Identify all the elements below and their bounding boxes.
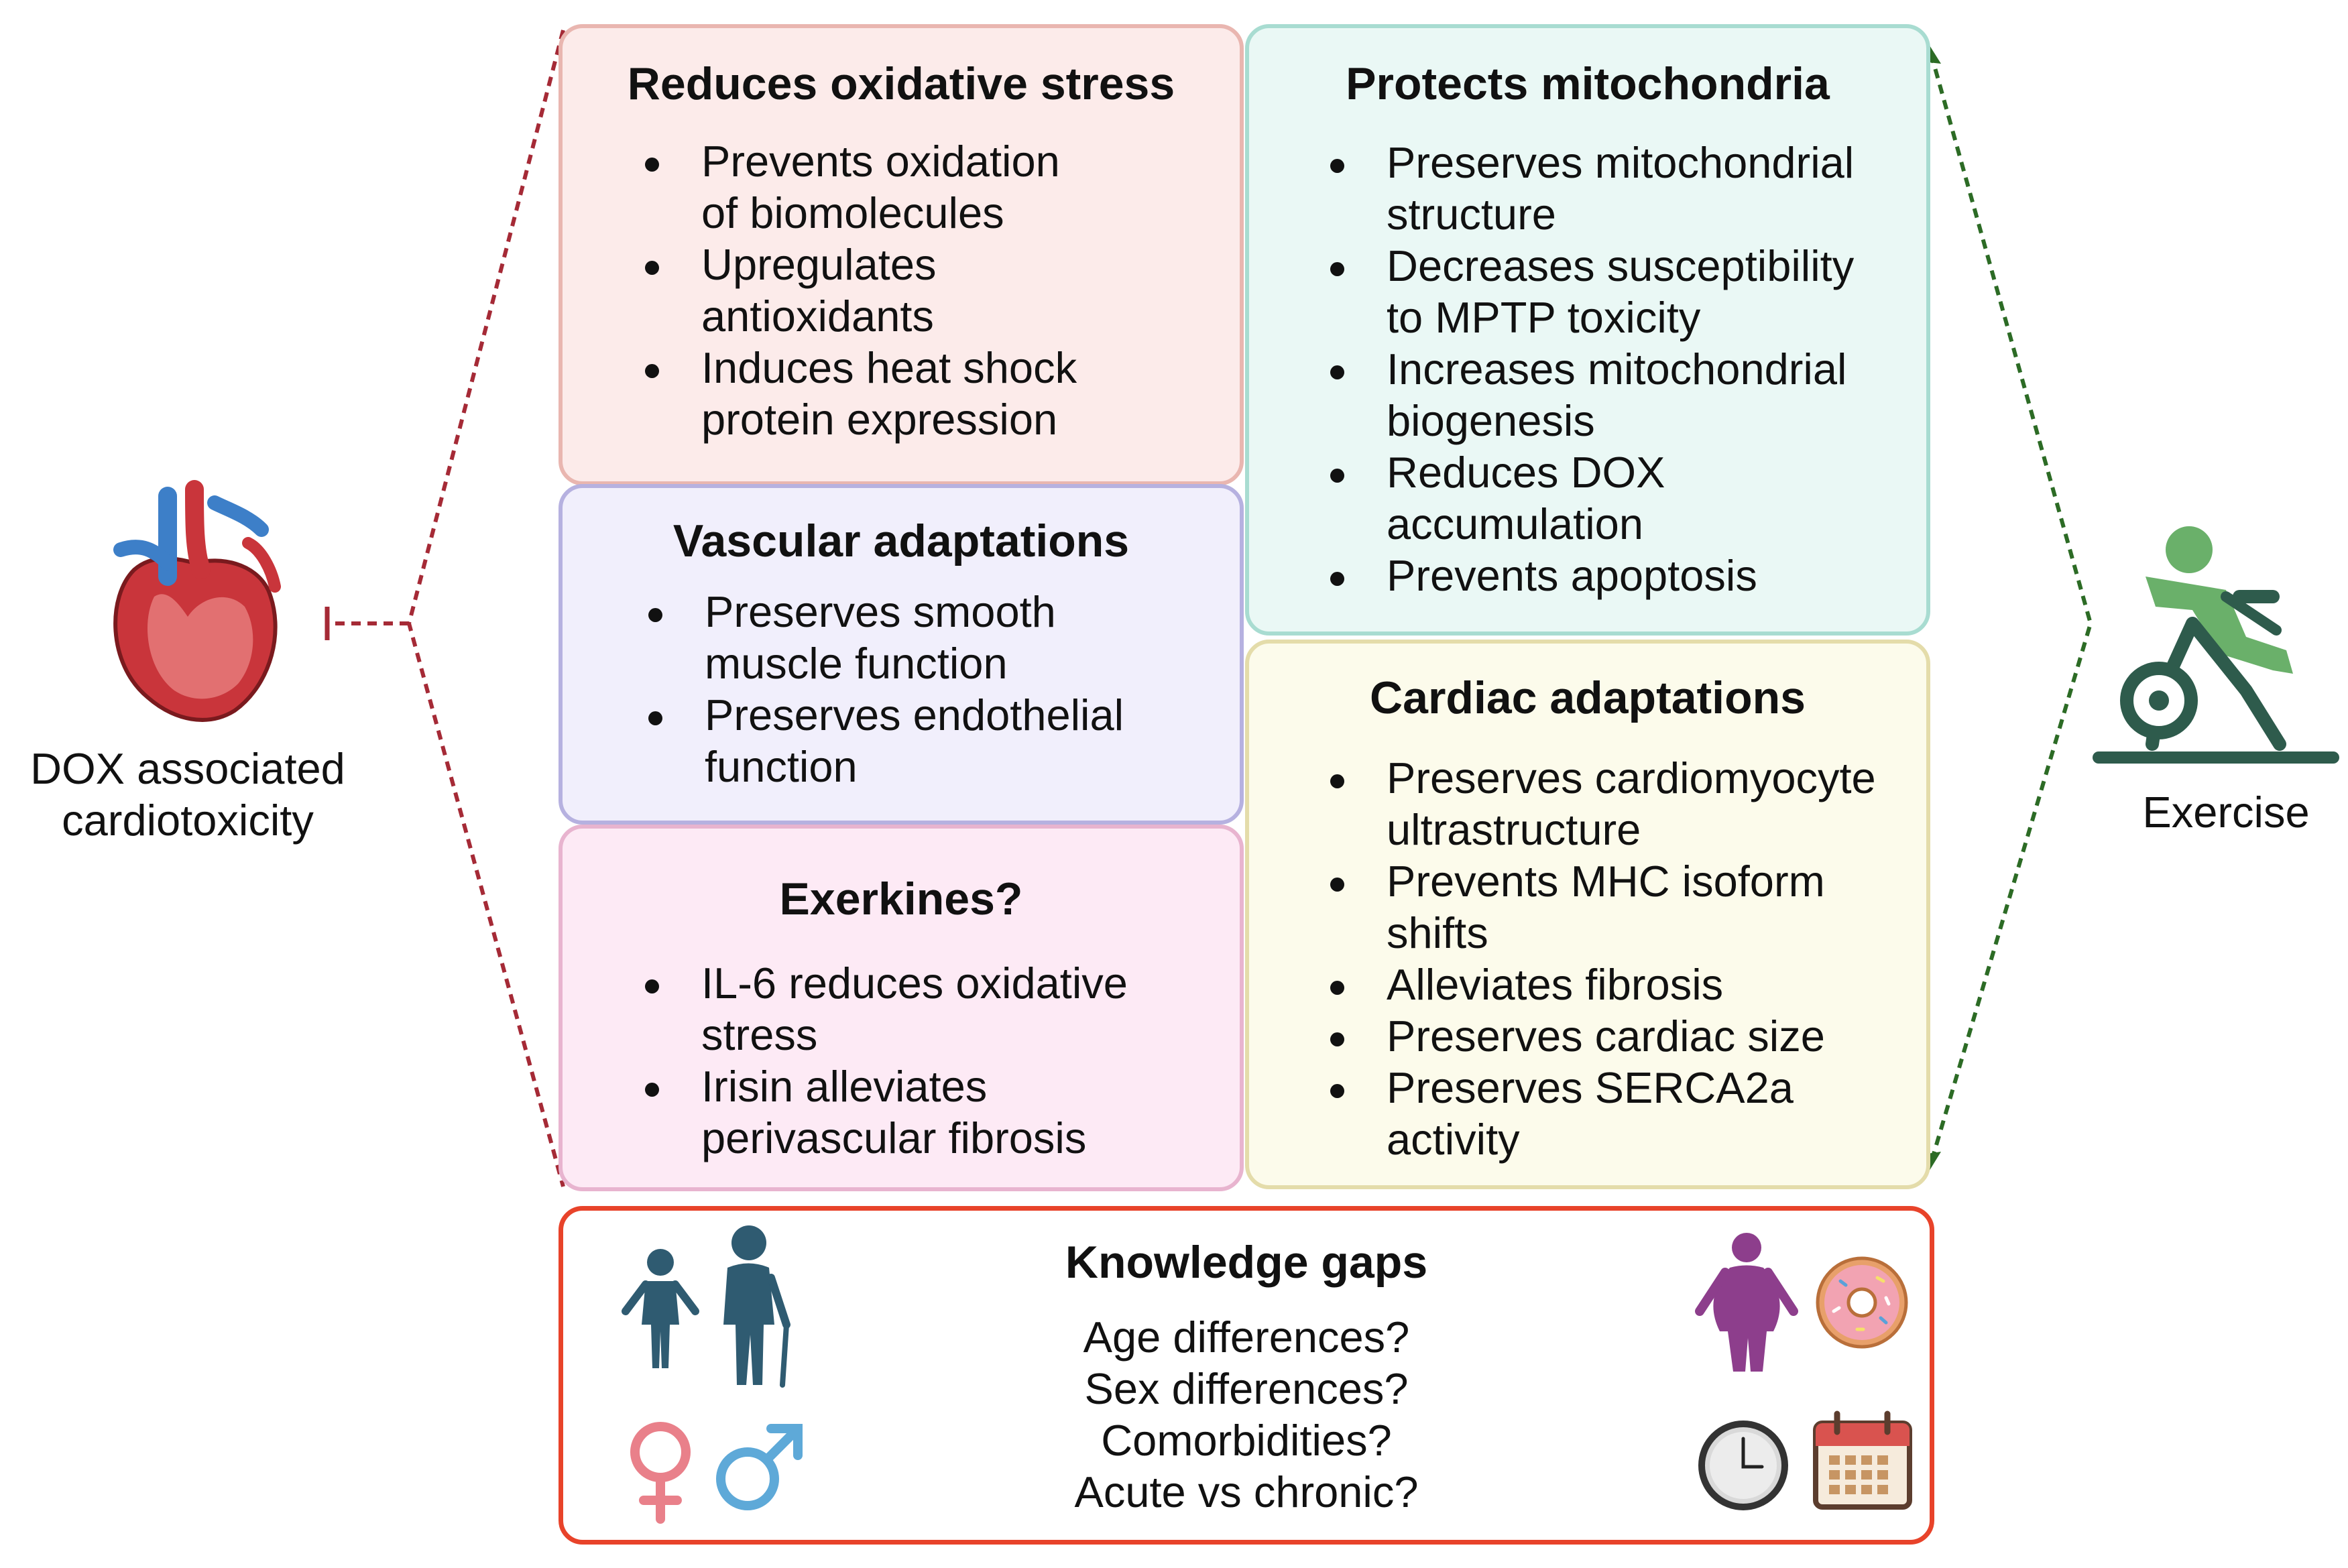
list-item: Comorbidities? [1101, 1416, 1392, 1465]
list-item: Age differences? [1083, 1313, 1410, 1362]
list-item: Prevents apoptosis [1318, 550, 1926, 601]
knowledge-gaps-box: Knowledge gaps Age differences? Sex diff… [559, 1206, 1934, 1545]
list-item: Sex differences? [1084, 1364, 1409, 1413]
list-item: Alleviates fibrosis [1318, 959, 1926, 1010]
dox-cardiotoxicity-label: DOX associated cardiotoxicity [30, 744, 345, 845]
exercise-bike-icon [2093, 526, 2339, 764]
male-symbol-icon [716, 1424, 803, 1510]
inhibition-bracket-line [406, 29, 565, 1187]
exercise-label: Exercise [2142, 788, 2310, 837]
box-title: Cardiac adaptations [1370, 672, 1806, 723]
exercise-bracket-line [1929, 53, 2093, 1164]
box-title: Knowledge gaps [1065, 1237, 1428, 1288]
donut-icon [1816, 1256, 1908, 1349]
box-title: Vascular adaptations [672, 516, 1130, 566]
reduces-oxidative-stress-box: Reduces oxidative stress Prevents oxidat… [559, 24, 1244, 485]
elderly-person-icon [723, 1225, 790, 1388]
calendar-icon [1813, 1410, 1912, 1510]
clock-icon [1698, 1421, 1788, 1510]
obese-person-icon [1695, 1233, 1798, 1372]
knowledge-gaps-list: Age differences? Sex differences? Comorb… [563, 1311, 1930, 1518]
list-item: Preserves cardiac size [1318, 1010, 1926, 1062]
cardiac-adaptations-box: Cardiac adaptations Preserves cardiomyoc… [1245, 640, 1930, 1189]
child-icon [622, 1249, 699, 1368]
heart-icon [113, 480, 281, 722]
box-title: Reduces oxidative stress [627, 58, 1175, 109]
protects-mitochondria-box: Protects mitochondria Preserves mitochon… [1245, 24, 1930, 636]
box-title: Exerkines? [779, 873, 1023, 924]
box-title: Protects mitochondria [1346, 58, 1830, 109]
list-item: Acute vs chronic? [1074, 1467, 1419, 1516]
female-symbol-icon [630, 1422, 691, 1524]
